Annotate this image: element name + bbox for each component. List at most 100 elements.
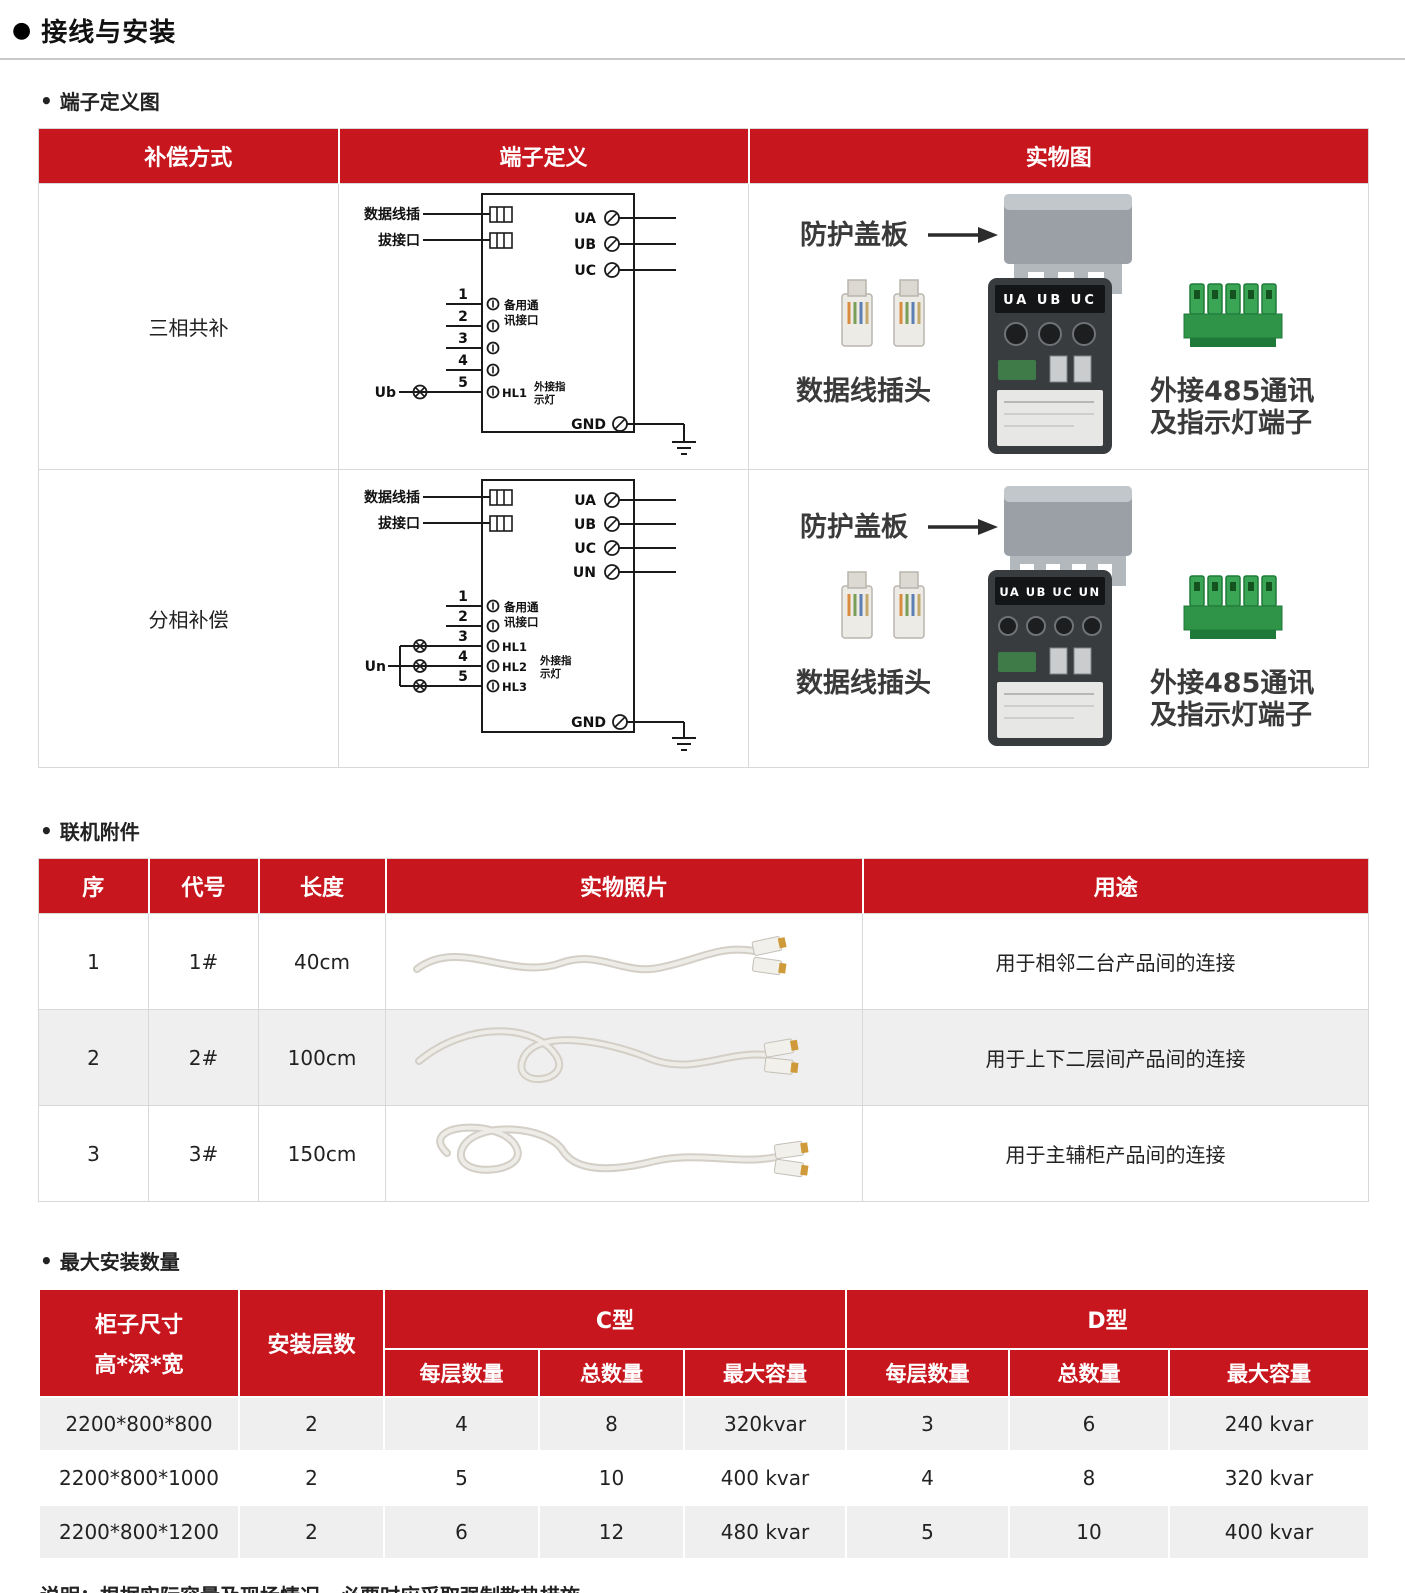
accessory-row: 2 2# 100cm 用于上下二层间产品间的连接 — [38, 1009, 1369, 1106]
pin-number: 5 — [458, 669, 468, 685]
column-header-d-total: 总数量 — [1008, 1348, 1171, 1398]
column-header-photo: 实物图 — [747, 128, 1369, 184]
ext-lamp-label-1: 外接指 — [539, 654, 572, 667]
terminal-label-line1: 外接485通讯 — [1150, 376, 1314, 407]
cell-d-max: 400 kvar — [1168, 1504, 1371, 1560]
cable-connector-icon — [773, 1140, 809, 1178]
lamp-symbol-icon — [412, 384, 427, 400]
spare-port-label-2: 讯接口 — [504, 615, 539, 629]
pin-number: 2 — [458, 609, 468, 625]
column-header-c-type: C型 — [382, 1288, 848, 1350]
column-header-purpose: 用途 — [861, 858, 1369, 914]
capacity-section-heading: • 最大安装数量 — [40, 1246, 1405, 1275]
rj-port-icon — [488, 489, 513, 532]
cell-d-per-layer: 3 — [845, 1396, 1011, 1452]
device-phase-label: UA UB UC — [1003, 293, 1097, 308]
phase-label: UA — [574, 211, 596, 227]
pin-number: 1 — [458, 589, 468, 605]
cell-c-total: 10 — [538, 1450, 685, 1506]
pin-number: 4 — [458, 649, 468, 665]
arrow-icon — [977, 227, 998, 243]
product-photo-split-phase: 防护盖板 — [796, 486, 1314, 746]
product-photo-three-phase: 防护盖板 — [796, 194, 1314, 454]
gnd-label: GND — [571, 715, 606, 731]
bullet-icon: • — [40, 88, 53, 113]
diagram-port-label-2: 拔接口 — [378, 515, 420, 532]
column-header-c-max: 最大容量 — [682, 1348, 848, 1398]
cell-d-per-layer: 4 — [845, 1450, 1011, 1506]
ground-symbol-icon — [671, 424, 696, 455]
capacity-header-row-1: 柜子尺寸 高*深*宽 安装层数 C型 D型 — [38, 1288, 1371, 1398]
cell-c-total: 8 — [538, 1396, 685, 1452]
cell-code: 2# — [148, 1009, 259, 1106]
cell-length: 100cm — [258, 1009, 386, 1106]
accessories-section-title: 联机附件 — [59, 820, 140, 844]
title-divider — [0, 58, 1405, 60]
cabinet-size-line1: 柜子尺寸 — [94, 1313, 183, 1338]
column-header-d-type: D型 — [845, 1288, 1371, 1350]
cell-c-max: 320kvar — [682, 1396, 848, 1452]
footnote: 说明：根据实际容量及现场情况，必要时应采取强制散热措施。 — [40, 1580, 1405, 1593]
cell-c-total: 12 — [538, 1504, 685, 1560]
cell-layers: 2 — [238, 1450, 385, 1506]
wiring-diagram-split-phase: 数据线插 拔接口 UA UB UC UN — [364, 479, 696, 751]
data-cable-plugs-image — [840, 571, 925, 639]
device-image: UA UB UC UN — [987, 570, 1112, 746]
cover-label: 防护盖板 — [800, 220, 908, 251]
cell-layers: 2 — [238, 1396, 385, 1452]
cable-connector-icon — [763, 1038, 799, 1075]
terminal-section-title: 端子定义图 — [59, 90, 160, 114]
ext-lamp-label-1: 外接指 — [533, 380, 566, 393]
accessories-table: 序 代号 长度 实物照片 用途 1 1# 40cm — [38, 858, 1369, 1202]
spare-port-label-1: 备用通 — [503, 600, 539, 614]
cell-d-max: 320 kvar — [1168, 1450, 1371, 1506]
terminal-label-line2: 及指示灯端子 — [1150, 408, 1312, 439]
lamp-label: HL1 — [502, 640, 527, 654]
cell-purpose: 用于主辅柜产品间的连接 — [862, 1105, 1369, 1202]
cell-c-max: 480 kvar — [682, 1504, 848, 1560]
product-photo-cell: 防护盖板 — [748, 183, 1369, 470]
lamp-label: HL2 — [502, 660, 527, 674]
spare-port-label-2: 讯接口 — [504, 313, 539, 327]
terminal-table-header-row: 补偿方式 端子定义 实物图 — [38, 128, 1369, 184]
phase-label: UB — [573, 237, 595, 253]
method-cell: 分相补偿 — [38, 469, 339, 768]
terminal-definition-table: 补偿方式 端子定义 实物图 三相共补 数据线插 拔接口 — [38, 128, 1369, 768]
title-bullet-icon: ● — [12, 17, 32, 43]
cell-purpose: 用于上下二层间产品间的连接 — [862, 1009, 1369, 1106]
accessories-header-row: 序 代号 长度 实物照片 用途 — [38, 858, 1369, 914]
device-image: UA UB UC — [987, 278, 1112, 454]
cell-layers: 2 — [238, 1504, 385, 1560]
lamp-symbol-icon — [412, 679, 427, 693]
rj-port-icon — [488, 206, 513, 249]
cell-d-total: 10 — [1008, 1504, 1171, 1560]
cell-length: 150cm — [258, 1105, 386, 1202]
cell-size: 2200*800*800 — [38, 1396, 240, 1452]
lamp-label: HL1 — [502, 386, 527, 400]
phase-label: UC — [574, 263, 596, 279]
phase-label: UN — [572, 565, 595, 581]
pin-number: 3 — [458, 629, 468, 645]
cable-connector-icon — [751, 936, 787, 976]
product-photo-cell: 防护盖板 — [748, 469, 1369, 768]
terminal-section-heading: • 端子定义图 — [40, 86, 1405, 115]
ext-lamp-label-2: 示灯 — [540, 667, 561, 680]
wiring-diagram-three-phase: 数据线插 拔接口 UA UB UC 1 — [364, 193, 696, 455]
arrow-icon — [977, 519, 998, 535]
cell-length: 40cm — [258, 913, 386, 1010]
column-header-d-per-layer: 每层数量 — [845, 1348, 1011, 1398]
cell-d-per-layer: 5 — [845, 1504, 1011, 1560]
cell-c-per-layer: 4 — [383, 1396, 540, 1452]
terminal-label-line2: 及指示灯端子 — [1150, 700, 1312, 731]
column-header-c-total: 总数量 — [538, 1348, 685, 1398]
capacity-row: 2200*800*1200 2 6 12 480 kvar 5 10 400 k… — [38, 1504, 1371, 1560]
phase-label: UA — [574, 493, 596, 509]
pin-number: 2 — [458, 309, 468, 325]
cell-d-max: 240 kvar — [1168, 1396, 1371, 1452]
ext-lamp-label-2: 示灯 — [534, 393, 555, 406]
cell-size: 2200*800*1000 — [38, 1450, 240, 1506]
cable-photo-40cm — [413, 936, 787, 976]
column-header-length: 长度 — [257, 858, 386, 914]
plug-label: 数据线插头 — [796, 668, 931, 699]
